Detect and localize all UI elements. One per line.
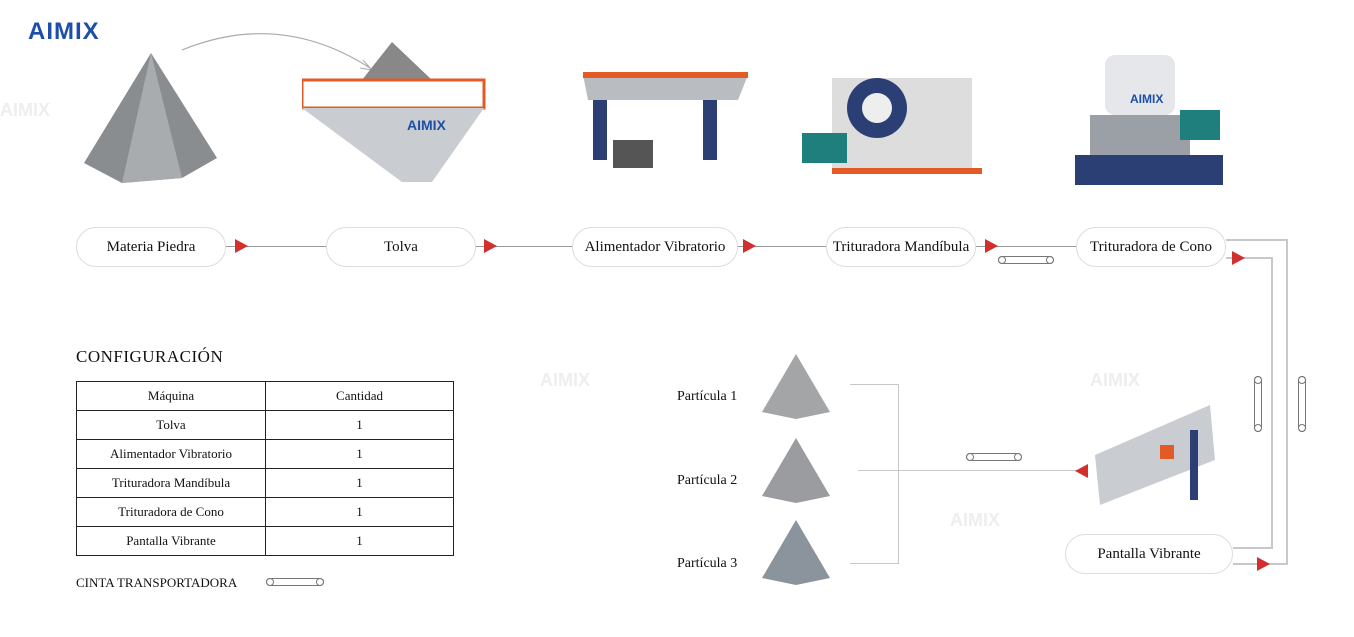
hopper-image: AIMIX [302, 42, 486, 182]
watermark: AIMIX [0, 100, 51, 120]
config-title: CONFIGURACIÓN [76, 347, 224, 366]
particle-2-pile-image [762, 438, 830, 503]
cell-quantity: 1 [265, 410, 454, 440]
conveyor-icon [1254, 376, 1262, 432]
arrow-icon [1232, 251, 1245, 265]
arrow-icon [985, 239, 998, 253]
arrow-icon [484, 239, 497, 253]
flow-step-pantalla-vibrante: Pantalla Vibrante [1065, 534, 1233, 574]
arrow-icon [1075, 464, 1088, 478]
watermark: AIMIX [540, 370, 591, 390]
cell-quantity: 1 [265, 497, 454, 527]
header-machine: Máquina [76, 381, 266, 411]
cell-quantity: 1 [265, 439, 454, 469]
vibrating-feeder-image [583, 72, 748, 168]
arrow-icon [743, 239, 756, 253]
arrow-icon [1257, 557, 1270, 571]
cone-crusher-image: AIMIX [1075, 55, 1223, 185]
stone-pile-image [84, 53, 217, 183]
jaw-crusher-image [802, 78, 982, 174]
cell-machine: Trituradora Mandíbula [76, 468, 266, 498]
cell-quantity: 1 [265, 526, 454, 556]
flow-step-materia-piedra: Materia Piedra [76, 227, 226, 267]
svg-text:AIMIX: AIMIX [407, 117, 447, 133]
flow-step-alimentador-vibratorio: Alimentador Vibratorio [572, 227, 738, 267]
particle-1-pile-image [762, 354, 830, 419]
flow-step-trituradora-cono: Trituradora de Cono [1076, 227, 1226, 267]
flow-step-tolva: Tolva [326, 227, 476, 267]
vibrating-screen-image [1095, 405, 1215, 505]
conveyor-icon [266, 578, 324, 586]
conveyor-icon [966, 453, 1022, 461]
particle-label-1: Partícula 1 [677, 389, 738, 404]
cell-machine: Tolva [76, 410, 266, 440]
conveyor-icon [1298, 376, 1306, 432]
conveyor-icon [998, 256, 1054, 264]
svg-text:AIMIX: AIMIX [1130, 92, 1163, 106]
aimix-logo: AIMIX [28, 18, 100, 45]
arrow-icon [235, 239, 248, 253]
particle-label-3: Partícula 3 [677, 556, 738, 571]
particle-label-2: Partícula 2 [677, 473, 738, 488]
cell-machine: Pantalla Vibrante [76, 526, 266, 556]
conveyor-legend-label: CINTA TRANSPORTADORA [76, 575, 238, 590]
flow-step-trituradora-mandibula: Trituradora Mandíbula [826, 227, 976, 267]
cell-machine: Alimentador Vibratorio [76, 439, 266, 469]
header-quantity: Cantidad [265, 381, 454, 411]
particle-3-pile-image [762, 520, 830, 585]
watermark: AIMIX [1090, 370, 1141, 390]
watermark: AIMIX [950, 510, 1001, 530]
cell-quantity: 1 [265, 468, 454, 498]
cell-machine: Trituradora de Cono [76, 497, 266, 527]
